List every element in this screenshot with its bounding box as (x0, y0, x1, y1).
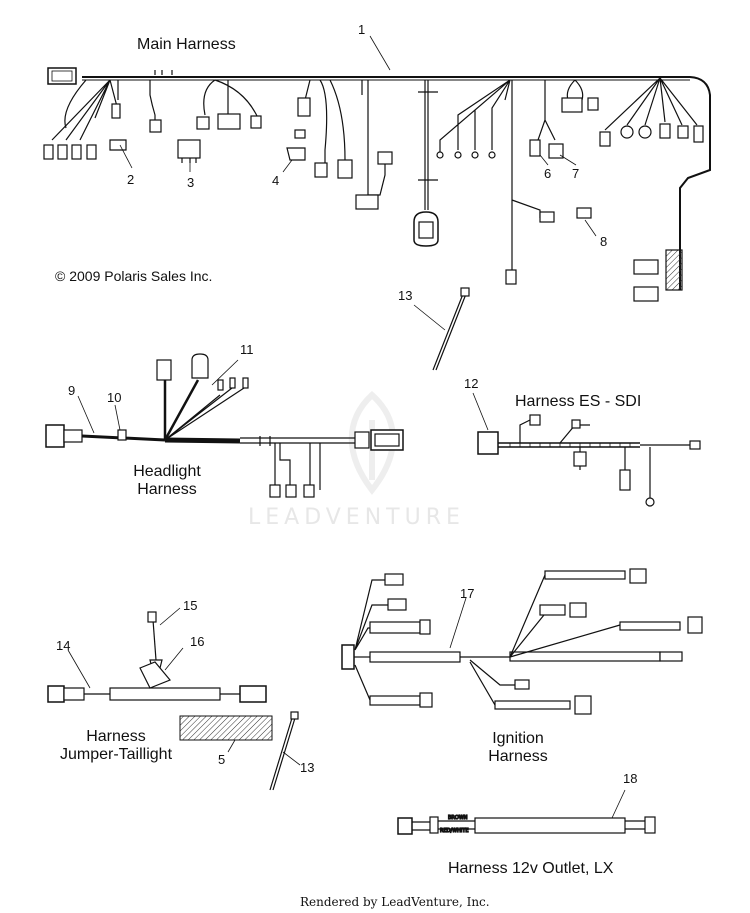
jumper-sleeve (109, 687, 221, 701)
title-ignition-line2: Harness (488, 748, 548, 765)
headlight-harness-assembly (45, 353, 404, 498)
connector-bottom-main (355, 194, 379, 210)
callout-10: 10 (107, 390, 122, 405)
callout-4: 4 (272, 173, 280, 188)
harness-es-sdi-assembly (472, 392, 701, 507)
title-jumper-line1: Harness (86, 728, 146, 745)
title-outlet-12v: Harness 12v Outlet, LX (448, 860, 614, 877)
copyright-text: © 2009 Polaris Sales Inc. (55, 268, 213, 284)
title-headlight-harness: Headlight Harness (133, 463, 201, 499)
callout-18: 18 (623, 771, 638, 786)
callout-9: 9 (68, 383, 76, 398)
callout-13-bottom: 13 (300, 760, 315, 775)
hatched-sleeve-main (665, 249, 683, 291)
callout-2: 2 (127, 172, 135, 187)
ignition-sleeve (369, 651, 461, 663)
callout-15: 15 (183, 598, 198, 613)
ignition-harness-assembly (341, 568, 703, 715)
footer-text: Rendered by LeadVenture, Inc. (300, 895, 490, 909)
jumper-taillight-assembly (47, 607, 301, 791)
title-jumper-taillight: Harness Jumper-Taillight (60, 728, 172, 764)
callout-14: 14 (56, 638, 71, 653)
outlet-sleeve (474, 817, 626, 834)
title-jumper-line2: Jumper-Taillight (59, 746, 173, 763)
title-headlight-line2: Harness (137, 481, 197, 498)
callout-5: 5 (218, 752, 226, 767)
title-main-harness: Main Harness (137, 36, 236, 53)
relay-part-3 (177, 139, 201, 159)
callout-8: 8 (600, 234, 608, 249)
title-ignition-harness: Ignition Harness (488, 730, 548, 766)
cable-tie-13-top (413, 287, 470, 371)
callout-11: 11 (240, 342, 254, 357)
callout-17: 17 (460, 586, 475, 601)
watermark-text: LEADVENTURE (248, 505, 465, 530)
wire-label-brown: BROWN (448, 815, 468, 821)
callout-1: 1 (358, 22, 366, 37)
title-ignition-line1: Ignition (492, 730, 544, 747)
callout-13-top: 13 (398, 288, 413, 303)
callout-6: 6 (544, 166, 552, 181)
callout-3: 3 (187, 175, 195, 190)
foam-pad-part-5 (179, 715, 273, 741)
main-harness-assembly (43, 35, 711, 302)
wire-label-red-white: RED/WHITE (440, 828, 469, 834)
callout-7: 7 (572, 166, 580, 181)
callout-12: 12 (464, 376, 479, 391)
outlet-12v-assembly: BROWN RED/WHITE (397, 789, 656, 835)
title-harness-es-sdi: Harness ES - SDI (515, 393, 642, 410)
callout-16: 16 (190, 634, 205, 649)
title-headlight-line1: Headlight (133, 463, 201, 480)
